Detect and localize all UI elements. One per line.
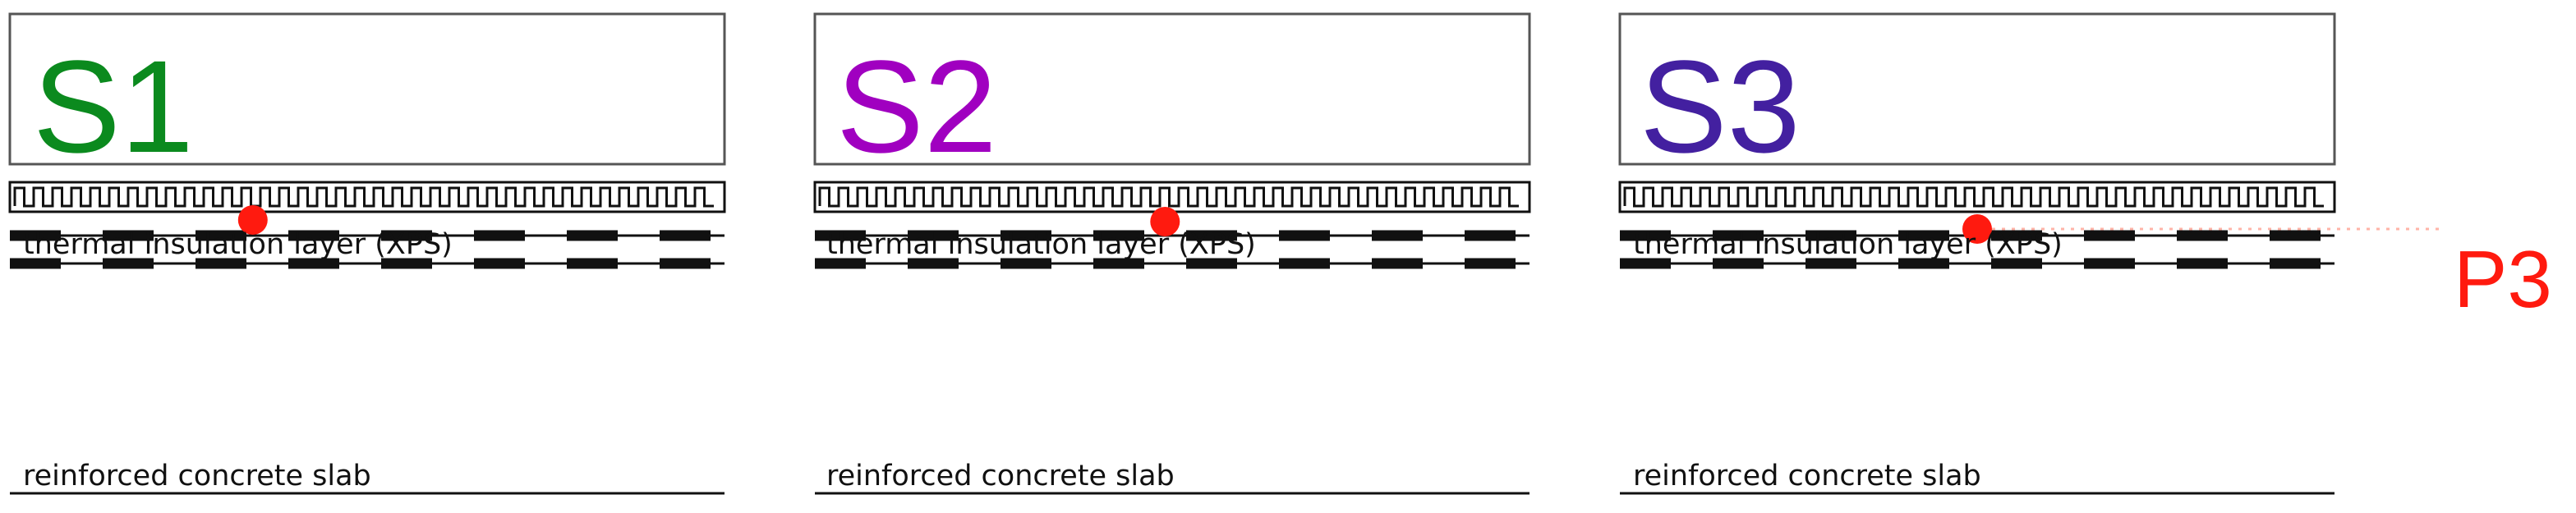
panel-s1-heating-pipe-border	[8, 181, 726, 213]
panel-s2-top-box	[813, 12, 1531, 166]
panel-s1-top-box	[8, 12, 726, 166]
panel-s3-top-box	[1618, 12, 2336, 166]
panel-s3-measurement-point	[1962, 214, 1992, 244]
panel-s3-heating-pipe-border	[1618, 181, 2336, 213]
panel-s3-insulation-label: thermal insulation layer (XPS)	[1633, 228, 2063, 261]
panel-s2: S2 thermal insulation layer (XPS) reinfo…	[813, 12, 1531, 495]
panel-s2-heating-pipe-border	[813, 181, 1531, 213]
panel-s1-insulation-label: thermal insulation layer (XPS)	[23, 228, 453, 261]
panel-s1-heating-pipe-pattern	[13, 186, 714, 208]
panel-s3-slab-label: reinforced concrete slab	[1633, 460, 1981, 492]
panel-s3-heating-pipe-pattern	[1623, 186, 2324, 208]
panel-s2-title: S2	[836, 33, 997, 180]
panel-s2-insulation-label: thermal insulation layer (XPS)	[826, 228, 1256, 261]
panel-s3: S3 thermal insulation layer (XPS) reinfo…	[1618, 12, 2444, 495]
p3-point-label: P3	[2454, 234, 2552, 324]
panel-s2-measurement-point	[1150, 207, 1180, 236]
panel-s2-heating-pipe-pattern	[818, 186, 1519, 208]
panel-s2-slab-label: reinforced concrete slab	[826, 460, 1175, 492]
panel-s1: S1 thermal insulation layer (XPS) reinfo…	[8, 12, 726, 495]
panel-s1-title: S1	[33, 33, 194, 180]
panel-s3-title: S3	[1640, 33, 1801, 180]
panel-s1-measurement-point	[237, 205, 268, 235]
panel-s1-slab-label: reinforced concrete slab	[23, 460, 371, 492]
